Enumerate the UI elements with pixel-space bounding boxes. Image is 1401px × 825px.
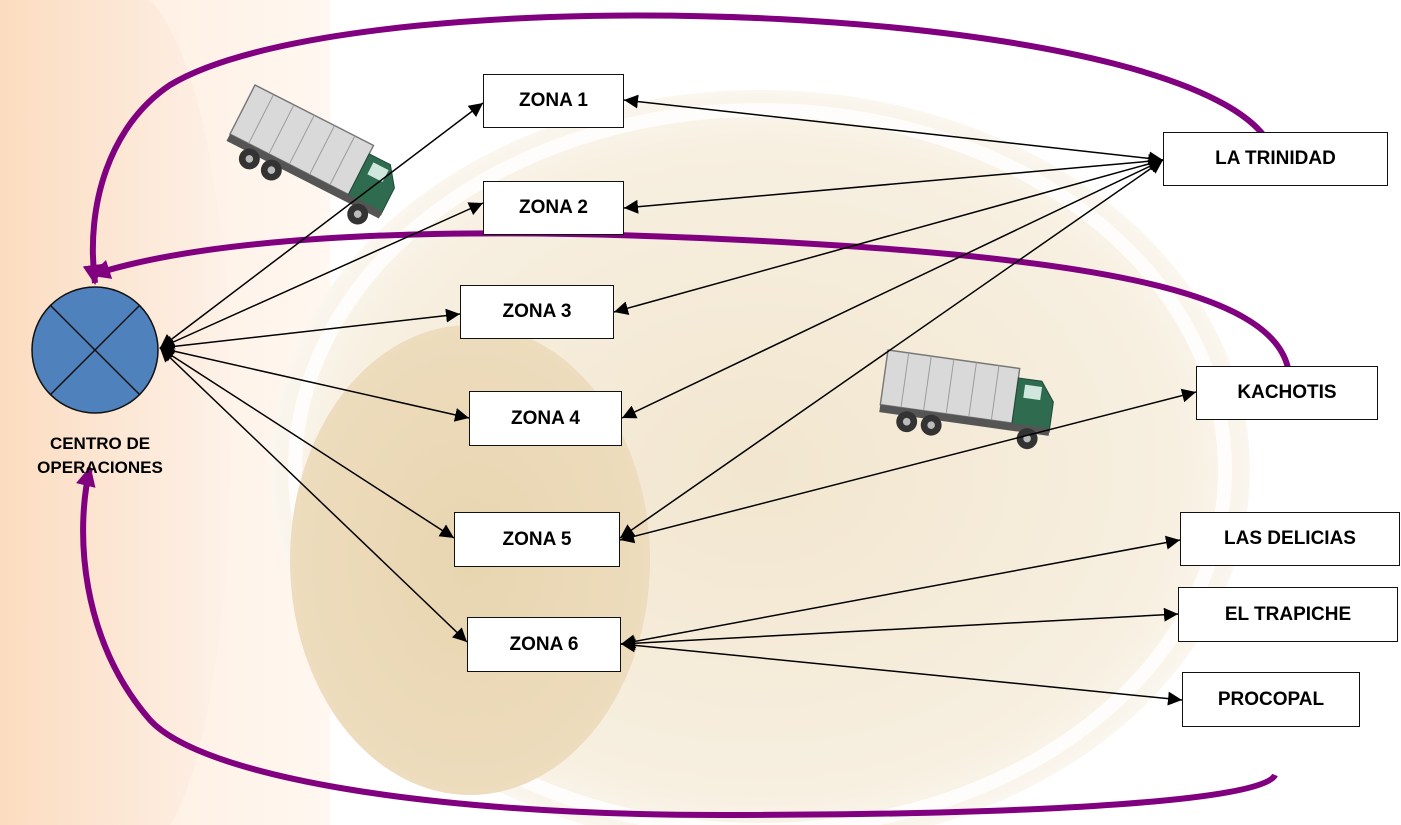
destination-box-la-trinidad: LA TRINIDAD [1163, 132, 1388, 186]
arrow-center-zona3 [159, 308, 461, 354]
arrow-trinidad-zona1 [623, 94, 1164, 166]
operations-center-label-line1: CENTRO DE [49, 434, 151, 453]
zone-box-zona2: ZONA 2 [483, 181, 624, 235]
return-arrow-bottom [76, 466, 1278, 819]
arrow-zona5-kachotis [619, 388, 1197, 544]
zone-box-zona4: ZONA 4 [469, 391, 622, 446]
zone-box-zona1: ZONA 1 [483, 74, 624, 128]
arrow-center-zona6 [159, 347, 468, 643]
arrow-zona6-procopal [620, 638, 1183, 706]
operations-center-label-line2: OPERACIONES [37, 458, 163, 477]
destination-box-procopal: PROCOPAL [1182, 672, 1360, 727]
destination-box-kachotis: KACHOTIS [1196, 366, 1378, 420]
destination-box-el-trapiche: EL TRAPICHE [1178, 587, 1398, 642]
return-arrow-trinidad [82, 12, 1278, 285]
connectors [159, 94, 1197, 706]
destination-box-las-delicias: LAS DELICIAS [1180, 512, 1400, 566]
background-decoration [0, 0, 1250, 825]
zone-box-zona6: ZONA 6 [467, 617, 621, 672]
operations-center-node [31, 286, 159, 414]
operations-center-label: CENTRO DE OPERACIONES [10, 432, 190, 480]
zone-box-zona5: ZONA 5 [454, 512, 620, 567]
zone-box-zona3: ZONA 3 [460, 285, 614, 339]
